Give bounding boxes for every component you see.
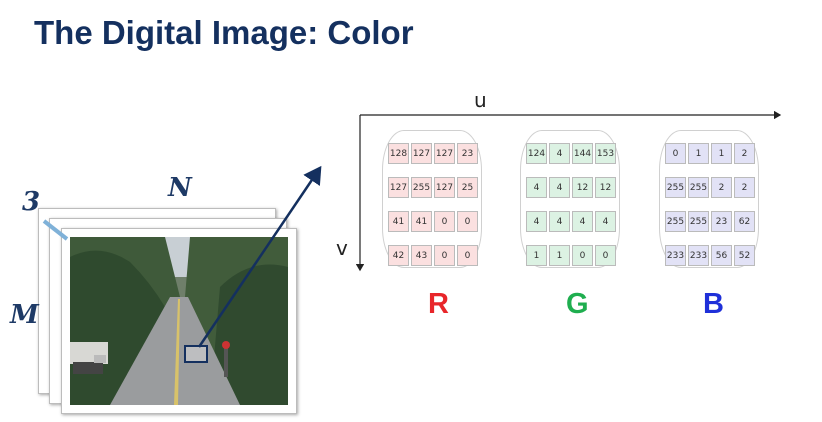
matrix-cell: 62 <box>734 211 755 232</box>
matrix-cell: 4 <box>595 211 616 232</box>
matrix-cell: 233 <box>688 245 709 266</box>
channels-dimension-label: 3 <box>22 187 41 217</box>
matrix-cell: 56 <box>711 245 732 266</box>
matrix-cell: 0 <box>665 143 686 164</box>
matrix-cell: 0 <box>457 245 478 266</box>
matrix-cell: 233 <box>665 245 686 266</box>
height-dimension-label: M <box>10 300 39 330</box>
matrix-cell: 153 <box>595 143 616 164</box>
matrix-cell: 255 <box>688 211 709 232</box>
matrix-cell: 23 <box>457 143 478 164</box>
matrix-cell: 1 <box>549 245 570 266</box>
page-title: The Digital Image: Color <box>34 14 414 51</box>
matrix-cell: 255 <box>688 177 709 198</box>
matrix-cell: 4 <box>526 177 547 198</box>
matrix-cell: 127 <box>434 177 455 198</box>
zoom-arrow <box>197 165 322 348</box>
matrix-cell: 1 <box>688 143 709 164</box>
matrix-cell: 23 <box>711 211 732 232</box>
matrix-cell: 25 <box>457 177 478 198</box>
matrix-cell: 127 <box>434 143 455 164</box>
matrix-cell: 12 <box>572 177 593 198</box>
matrix-cell: 0 <box>572 245 593 266</box>
depth-bracket <box>42 219 69 241</box>
matrix-cell: 52 <box>734 245 755 266</box>
matrix-cell: 144 <box>572 143 593 164</box>
selected-region-box <box>184 345 208 363</box>
matrix-cell: 0 <box>595 245 616 266</box>
matrix-cell: 0 <box>457 211 478 232</box>
u-axis-label: u <box>474 88 487 112</box>
matrix-cell: 2 <box>711 177 732 198</box>
matrix-cell: 43 <box>411 245 432 266</box>
matrix-cell: 124 <box>526 143 547 164</box>
matrix-cell: 255 <box>665 177 686 198</box>
matrix-cell: 41 <box>388 211 409 232</box>
width-dimension-label: N <box>168 173 192 203</box>
matrix-cell: 12 <box>595 177 616 198</box>
matrix-cell: 1 <box>711 143 732 164</box>
green-channel-label: G <box>566 288 589 320</box>
matrix-cell: 41 <box>411 211 432 232</box>
matrix-cell: 0 <box>434 245 455 266</box>
matrix-cell: 127 <box>388 177 409 198</box>
matrix-cell: 128 <box>388 143 409 164</box>
matrix-cell: 127 <box>411 143 432 164</box>
matrix-cell: 1 <box>526 245 547 266</box>
blue-channel-label: B <box>703 288 724 320</box>
matrix-cell: 4 <box>549 143 570 164</box>
matrix-cell: 4 <box>549 177 570 198</box>
matrix-cell: 0 <box>434 211 455 232</box>
v-axis-label: v <box>336 236 348 260</box>
matrix-cell: 4 <box>526 211 547 232</box>
matrix-cell: 42 <box>388 245 409 266</box>
matrix-cell: 255 <box>411 177 432 198</box>
matrix-cell: 2 <box>734 143 755 164</box>
matrix-cell: 2 <box>734 177 755 198</box>
matrix-cell: 4 <box>549 211 570 232</box>
street-scene-image <box>70 237 288 405</box>
matrix-cell: 255 <box>665 211 686 232</box>
matrix-cell: 4 <box>572 211 593 232</box>
red-channel-label: R <box>428 288 449 320</box>
